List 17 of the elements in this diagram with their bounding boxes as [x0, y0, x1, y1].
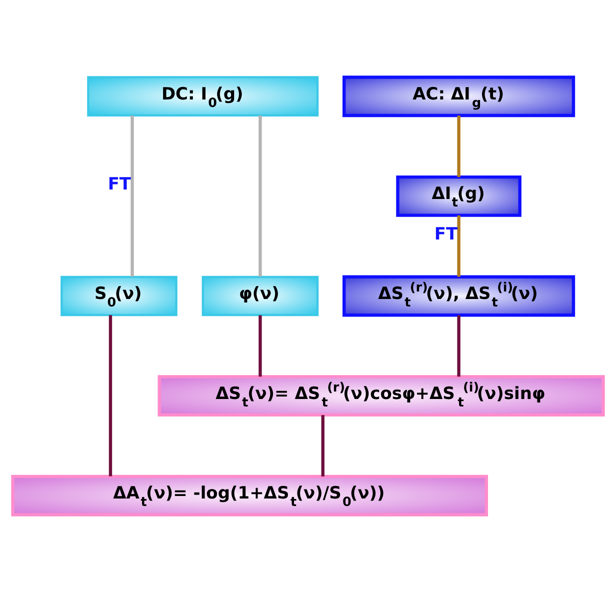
node-box: ΔI$_{t}$(g) [396, 175, 522, 217]
node-box: DC: I$_{0}$(g) [87, 76, 319, 117]
node-box: ΔA$_{t}$(ν)= -log(1+ΔS$_{t}$(ν)/S$_{0}$(ν)) [11, 474, 488, 516]
connector [457, 315, 460, 377]
connector [108, 315, 112, 476]
connector [258, 116, 262, 277]
connector [130, 116, 134, 277]
connector [457, 215, 460, 277]
edge-label: FT [108, 174, 132, 194]
connector [258, 315, 262, 377]
connector [321, 415, 324, 476]
node-box: S$_{0}$(ν) [60, 276, 178, 316]
node-box: AC: ΔI$_{g}$(t) [342, 76, 576, 118]
connector [457, 116, 460, 177]
node-box: ΔS$_{t}$(ν)= ΔS$_{t}$$^{(r)}$(ν)cosφ+ΔS$_{t}$$^{(i)}$(ν)sinφ [158, 375, 605, 417]
node-box: φ(ν) [202, 276, 319, 316]
node-box: ΔS$_{t}$$^{(r)}$(ν), ΔS$_{t}$$^{(i)}$(ν) [342, 275, 576, 317]
